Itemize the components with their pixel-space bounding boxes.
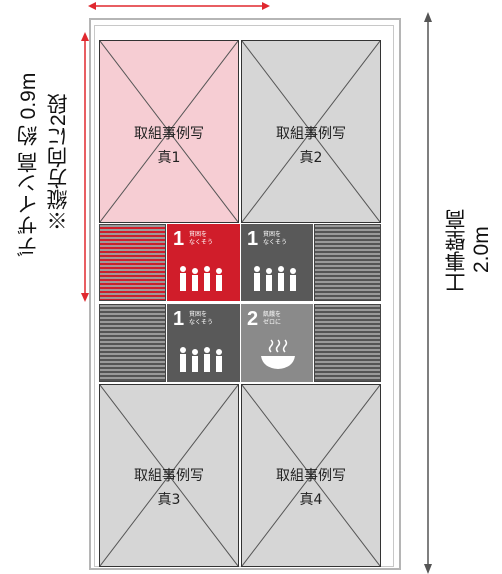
photo-caption: 取組事例写 xyxy=(134,126,204,142)
family-icon xyxy=(254,266,296,291)
design-height-arrow xyxy=(81,32,89,302)
design-height-label: デザイン高 約 0.9m xyxy=(17,72,40,258)
wall-frame xyxy=(89,18,401,570)
stripe-panel xyxy=(314,224,381,301)
photo-caption-number: 真2 xyxy=(299,150,323,166)
photo-caption-number: 真3 xyxy=(157,492,181,508)
sdg-number: 1 xyxy=(173,228,185,250)
bowl-icon xyxy=(261,339,295,369)
stripe-panel xyxy=(99,224,166,301)
wall-height-value: 2.0m xyxy=(470,226,493,274)
sdg-number: 1 xyxy=(247,228,259,250)
photo-caption: 取組事例写 xyxy=(134,468,204,484)
photo-caption-number: 真1 xyxy=(157,150,181,166)
wall-height-arrow xyxy=(424,12,432,574)
sdg-goal-1-tile: 1 貧困を なくそう xyxy=(241,224,313,301)
photo-placeholder-1: 取組事例写 真1 xyxy=(99,40,239,223)
width-arrow xyxy=(88,2,270,10)
photo-caption-number: 真4 xyxy=(299,492,323,508)
sdg-goal-text: 飢餓を ゼロに xyxy=(263,311,282,326)
stripe-panel xyxy=(99,304,166,382)
sdg-goal-text: 貧困を なくそう xyxy=(189,311,214,326)
photo-placeholder-3: 取組事例写 真3 xyxy=(99,384,239,567)
photo-caption: 取組事例写 xyxy=(276,126,346,142)
family-icon xyxy=(180,347,222,372)
family-icon xyxy=(180,266,222,291)
photo-placeholder-4: 取組事例写 真4 xyxy=(241,384,381,567)
photo-caption: 取組事例写 xyxy=(276,468,346,484)
photo-placeholder-2: 取組事例写 真2 xyxy=(241,40,381,223)
wall-height-label: 工事壁高 xyxy=(445,209,468,293)
sdg-goal-2-tile: 2 飢餓を ゼロに xyxy=(241,304,313,382)
stripe-panel xyxy=(314,304,381,382)
sdg-goal-1-tile: 1 貧困を なくそう xyxy=(167,304,240,382)
sdg-number: 2 xyxy=(247,308,259,330)
sdg-number: 1 xyxy=(173,308,185,330)
design-height-note: ※縦方向に2段 xyxy=(47,93,70,231)
sdg-goal-1-tile: 1 貧困を なくそう xyxy=(167,224,240,301)
sdg-goal-text: 貧困を なくそう xyxy=(263,231,288,246)
sdg-goal-text: 貧困を なくそう xyxy=(189,231,214,246)
